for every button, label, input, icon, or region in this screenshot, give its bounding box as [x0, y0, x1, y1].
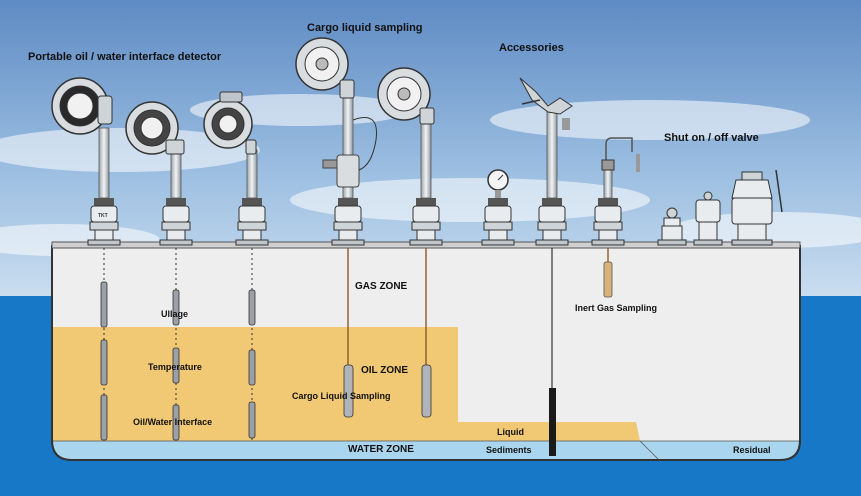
detector-reel-2 — [125, 101, 185, 155]
valve-9 — [657, 207, 687, 246]
valve-3 — [235, 198, 269, 246]
inert-gas-probe-head — [601, 137, 640, 172]
cargo-sampling-title: Cargo liquid sampling — [307, 22, 423, 34]
inert-gas-sampler — [603, 261, 613, 298]
detector-reel-3 — [203, 91, 257, 155]
residual-label: Residual — [733, 445, 771, 455]
liquid-label: Liquid — [497, 427, 524, 437]
accessories-title: Accessories — [499, 42, 564, 54]
standpipes — [98, 94, 613, 199]
valve-5 — [409, 198, 443, 246]
gas-zone-label: GAS ZONE — [355, 281, 408, 292]
valve-10 — [693, 191, 723, 246]
valve-badge: TKT — [98, 213, 108, 219]
valve-4 — [331, 198, 365, 246]
temperature-label: Temperature — [148, 362, 202, 372]
sampling-reel-1 — [295, 37, 355, 99]
sampling-hose — [352, 117, 378, 171]
detector-reel-1 — [51, 77, 113, 135]
valve-1: TKT — [87, 198, 121, 246]
sediments-label: Sediments — [486, 445, 532, 455]
sampling-pump — [519, 77, 573, 130]
water-layer — [53, 441, 799, 459]
oil-zone-label: OIL ZONE — [361, 365, 409, 376]
inert-gas-label: Inert Gas Sampling — [575, 303, 658, 313]
pressure-gauge — [487, 169, 509, 198]
detector-title: Portable oil / water interface detector — [28, 51, 222, 63]
sampling-reel-2 — [377, 67, 435, 125]
valve-8 — [591, 198, 625, 246]
sampling-chamber — [336, 154, 360, 188]
valve-2 — [159, 198, 193, 246]
water-zone-label: WATER ZONE — [348, 444, 414, 455]
interface-label: Oil/Water Interface — [133, 417, 213, 427]
cargo-sampling-label: Cargo Liquid Sampling — [292, 391, 391, 401]
valve-7 — [535, 198, 569, 246]
valve-assemblies: TKT — [87, 169, 783, 246]
valve-6 — [481, 198, 515, 246]
valve-title: Shut on / off valve — [664, 132, 759, 144]
sampling-bottles — [343, 364, 432, 418]
sediment-sampler — [549, 388, 556, 456]
sampling-cords — [347, 248, 609, 365]
probe-sensors — [100, 281, 256, 441]
ullage-label: Ullage — [161, 309, 189, 319]
valve-11 — [731, 169, 783, 246]
